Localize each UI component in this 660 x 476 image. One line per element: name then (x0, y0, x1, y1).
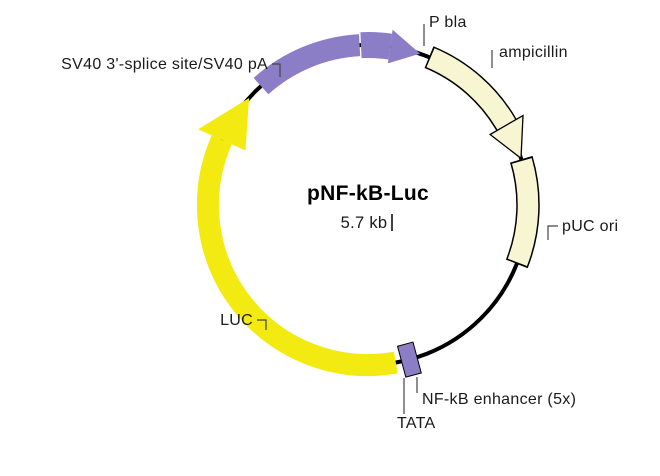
plasmid-size: 5.7 kb (341, 214, 388, 232)
puc-ori-tick-line (547, 225, 558, 240)
p-bla-label: P bla (429, 14, 467, 31)
puc-ori-label: pUC ori (562, 218, 618, 235)
luc-label: LUC (220, 312, 253, 329)
p-bla-arrow-body (360, 32, 393, 60)
puc-ori-arc (507, 158, 539, 266)
sv40-label: SV40 3'-splice site/SV40 pA (61, 56, 268, 73)
ampicillin-arc (426, 48, 516, 131)
ampicillin-label: ampicillin (499, 44, 568, 61)
nfkb-enhancer-label: NF-kB enhancer (5x) (422, 391, 576, 408)
luc-tick-line (257, 319, 267, 330)
plasmid-title: pNF-kB-Luc (307, 182, 429, 205)
ampicillin-arrowhead (488, 114, 524, 160)
sv40-tick-line (272, 63, 281, 77)
luc-arc (196, 135, 398, 377)
nfkb-enhancer-block (396, 341, 422, 378)
p-bla-arrowhead (387, 29, 421, 64)
tata-label: TATA (397, 415, 436, 432)
sv40-arc (253, 34, 361, 95)
luc-arrowhead (198, 98, 250, 151)
